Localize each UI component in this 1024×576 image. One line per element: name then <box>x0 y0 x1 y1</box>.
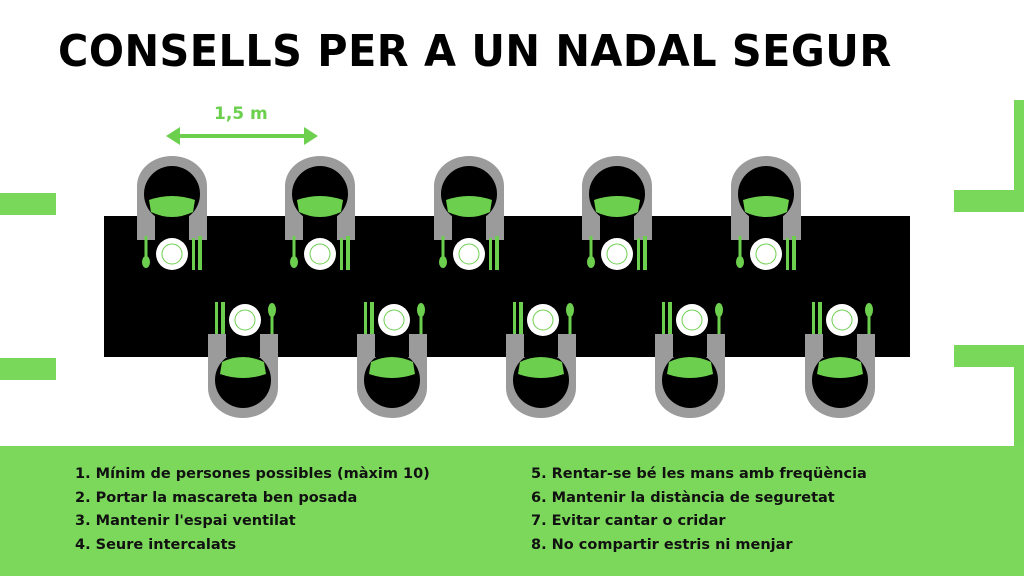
tips-list-left: 1. Mínim de persones possibles (màxim 10… <box>75 463 430 557</box>
tip-item: 2. Portar la mascareta ben posada <box>75 489 358 506</box>
place-setting-top-3 <box>438 235 500 271</box>
chair-bottom-5 <box>805 334 875 418</box>
chair-bottom-2 <box>357 334 427 418</box>
double-arrow-icon <box>166 127 318 145</box>
chair-bottom-3 <box>506 334 576 418</box>
right-bracket-bottom-v <box>1014 345 1024 446</box>
chair-top-1 <box>137 156 207 240</box>
right-bracket-top-h <box>954 190 1024 212</box>
distance-label: 1,5 m <box>214 104 268 124</box>
left-bracket-bottom <box>0 358 56 380</box>
tip-item: 8. No compartir estris ni menjar <box>531 536 793 553</box>
chair-top-2 <box>285 156 355 240</box>
chair-bottom-4 <box>655 334 725 418</box>
tip-item: 5. Rentar-se bé les mans amb freqüència <box>531 466 867 482</box>
tip-item: 7. Evitar cantar o cridar <box>531 513 726 529</box>
chair-top-4 <box>582 156 652 240</box>
place-setting-top-5 <box>735 235 797 271</box>
tip-item: 6. Mantenir la distància de seguretat <box>531 489 835 506</box>
place-setting-top-4 <box>586 235 648 271</box>
chair-top-3 <box>434 156 504 240</box>
right-bracket-top-v <box>1014 100 1024 212</box>
left-bracket-top <box>0 193 56 215</box>
tips-list-right: 5. Rentar-se bé les mans amb freqüència … <box>531 463 867 557</box>
place-setting-top-2 <box>289 235 351 271</box>
chair-top-5 <box>731 156 801 240</box>
right-bracket-bottom-h <box>954 345 1024 367</box>
tip-item: 4. Seure intercalats <box>75 536 237 553</box>
page-title: CONSELLS PER A UN NADAL SEGUR <box>58 26 892 77</box>
tip-item: 1. Mínim de persones possibles (màxim 10… <box>75 466 430 482</box>
chair-bottom-1 <box>208 334 278 418</box>
tip-item: 3. Mantenir l'espai ventilat <box>75 513 296 529</box>
tips-panel <box>0 446 1024 576</box>
place-setting-top-1 <box>141 235 203 271</box>
